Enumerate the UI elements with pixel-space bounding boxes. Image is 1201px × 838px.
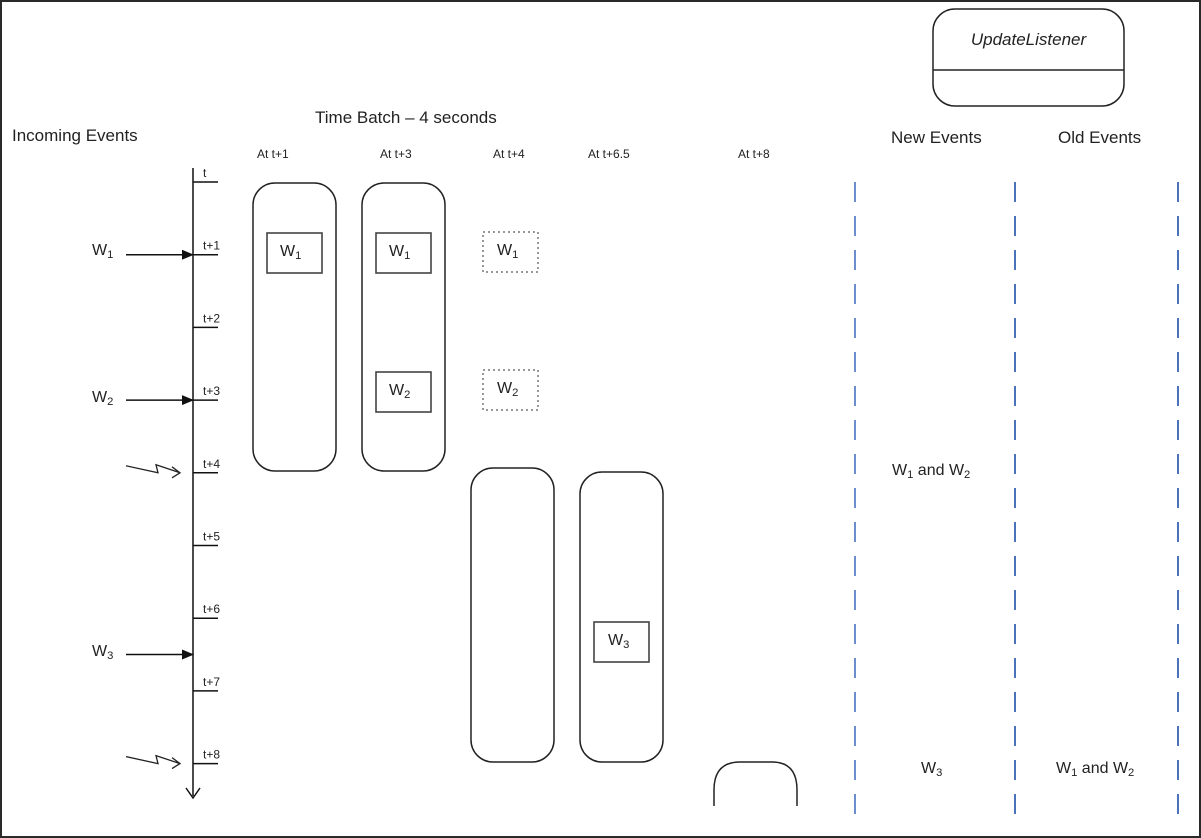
event-label-w2-at-t3: W2: [389, 382, 411, 401]
timeline-tick-label: t+7: [203, 675, 220, 689]
event-box-w2-at-t3: [375, 371, 432, 413]
event-box-w1-at-t1: [266, 232, 323, 274]
lightning-trigger-icon: [125, 754, 182, 770]
snapshot-label-t4: At t+4: [493, 147, 525, 161]
timeline-arrowhead-icon: [185, 787, 201, 800]
batch-window-at-t8: [713, 761, 798, 806]
timeline-tick-label: t+2: [203, 311, 220, 325]
incoming-events-label: Incoming Events: [12, 126, 138, 145]
incoming-w2-label: W2: [92, 389, 114, 408]
event-label-w1-at-t4: W1: [497, 242, 519, 261]
old-events-output-t8: W1 and W2: [1056, 760, 1135, 779]
snapshot-label-t6-5: At t+6.5: [588, 147, 630, 161]
snapshot-label-t8: At t+8: [738, 147, 770, 161]
event-label-w1-at-t3: W1: [389, 243, 411, 262]
timeline-tick-label: t+6: [203, 602, 220, 616]
incoming-w1-label: W1: [92, 242, 114, 261]
update-listener-box: [932, 8, 1125, 107]
batch-window-at-t4: [470, 467, 555, 763]
new-events-header: New Events: [891, 128, 982, 147]
snapshot-label-t3: At t+3: [380, 147, 412, 161]
batch-window-at-t3: [361, 182, 446, 472]
timeline-tick-label: t+1: [203, 239, 220, 253]
event-label-w3-at-t6-5: W3: [608, 632, 630, 651]
timeline-tick-label: t+4: [203, 457, 220, 471]
event-box-w3-at-t6-5: [593, 621, 650, 663]
new-events-output-t4: W1 and W2: [892, 462, 971, 481]
timeline-tick-label: t+3: [203, 384, 220, 398]
incoming-w3-label: W3: [92, 643, 114, 662]
timeline-tick-label: t+8: [203, 748, 220, 762]
event-box-w1-at-t4-expired: [482, 231, 539, 273]
event-arrivals: [126, 249, 194, 660]
event-label-w1-at-t1: W1: [280, 243, 302, 262]
lightning-trigger-icon: [125, 463, 182, 479]
batch-window-at-t1: [252, 182, 337, 472]
event-label-w2-at-t4: W2: [497, 380, 519, 399]
timeline-tick-label: t: [203, 166, 207, 180]
batch-triggers: [125, 463, 182, 770]
event-box-w2-at-t4-expired: [482, 369, 539, 411]
snapshot-label-t1: At t+1: [257, 147, 289, 161]
batch-window-at-t6-5: [579, 471, 664, 763]
update-listener-name: UpdateListener: [970, 30, 1087, 49]
diagram-title: Time Batch – 4 seconds: [315, 108, 497, 127]
old-events-header: Old Events: [1058, 128, 1142, 147]
timeline-ticks: t t+1 t+2 t+3 t+4 t+5 t+6 t+7 t+8: [193, 166, 220, 765]
timeline-tick-label: t+5: [203, 530, 220, 544]
event-box-w1-at-t3: [375, 232, 432, 274]
new-events-output-t8: W3: [921, 760, 943, 779]
